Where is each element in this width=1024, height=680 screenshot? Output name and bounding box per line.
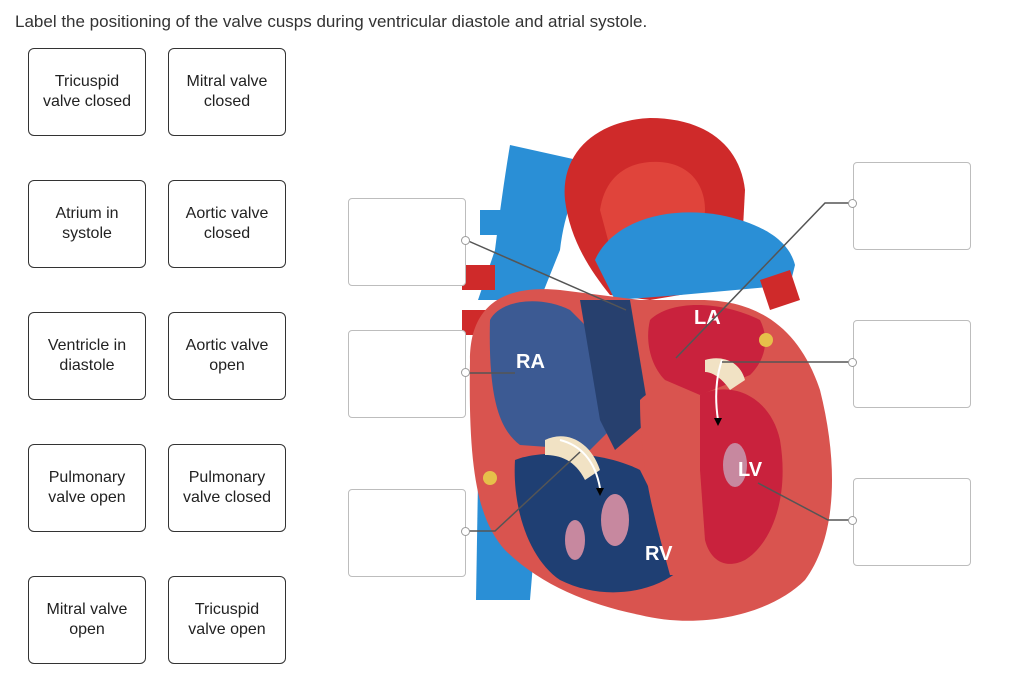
label-tricuspid-valve-closed[interactable]: Tricuspid valve closed [28, 48, 146, 136]
question-text: Label the positioning of the valve cusps… [15, 12, 648, 31]
label-tricuspid-valve-open[interactable]: Tricuspid valve open [168, 576, 286, 664]
right-ventricle [514, 453, 680, 593]
flow-arrow-tricuspid [559, 439, 601, 489]
mitral-cusp [705, 358, 745, 390]
pulmonary-vein-upper [462, 265, 495, 290]
drop-target-left-1[interactable] [348, 198, 466, 286]
leader-line-1 [465, 239, 627, 311]
label-lv: LV [738, 459, 763, 481]
leader-line-4 [675, 202, 852, 359]
label-pulmonary-valve-closed[interactable]: Pulmonary valve closed [168, 444, 286, 532]
pulmonary-trunk [595, 212, 795, 300]
coronary-fat [483, 471, 497, 485]
label-aortic-valve-closed[interactable]: Aortic valve closed [168, 180, 286, 268]
anchor-dot-right-1 [848, 199, 857, 208]
drop-target-right-3[interactable] [853, 478, 971, 566]
label-ra: RA [516, 351, 545, 373]
rv-papillary-muscle [601, 494, 629, 546]
rv-papillary-muscle-2 [565, 520, 585, 560]
interventricular-septum [640, 388, 705, 575]
pulmonary-artery-branch [480, 210, 515, 235]
coronary-fat-left [759, 333, 773, 347]
label-mitral-valve-closed[interactable]: Mitral valve closed [168, 48, 286, 136]
arrowhead-tricuspid [596, 488, 604, 496]
label-rv: RV [645, 543, 673, 565]
label-mitral-valve-open[interactable]: Mitral valve open [28, 576, 146, 664]
drop-target-right-1[interactable] [853, 162, 971, 250]
anchor-dot-right-2 [848, 358, 857, 367]
anchor-dot-left-2 [461, 368, 470, 377]
drop-target-left-3[interactable] [348, 489, 466, 577]
lv-papillary-muscle [723, 443, 747, 487]
left-pulmonary-vein [760, 270, 800, 310]
label-atrium-in-systole[interactable]: Atrium in systole [28, 180, 146, 268]
flow-arrow-mitral [715, 359, 723, 421]
label-la: LA [694, 307, 721, 329]
anchor-dot-left-3 [461, 527, 470, 536]
atrial-septum-region [580, 300, 650, 450]
leader-line-3 [466, 451, 581, 532]
arrowhead-mitral [714, 418, 722, 426]
anchor-dot-right-3 [848, 516, 857, 525]
label-pulmonary-valve-open[interactable]: Pulmonary valve open [28, 444, 146, 532]
drop-target-left-2[interactable] [348, 330, 466, 418]
leader-line-6 [757, 482, 852, 521]
label-aortic-valve-open[interactable]: Aortic valve open [168, 312, 286, 400]
anchor-dot-left-1 [461, 236, 470, 245]
label-ventricle-in-diastole[interactable]: Ventricle in diastole [28, 312, 146, 400]
drop-target-right-2[interactable] [853, 320, 971, 408]
